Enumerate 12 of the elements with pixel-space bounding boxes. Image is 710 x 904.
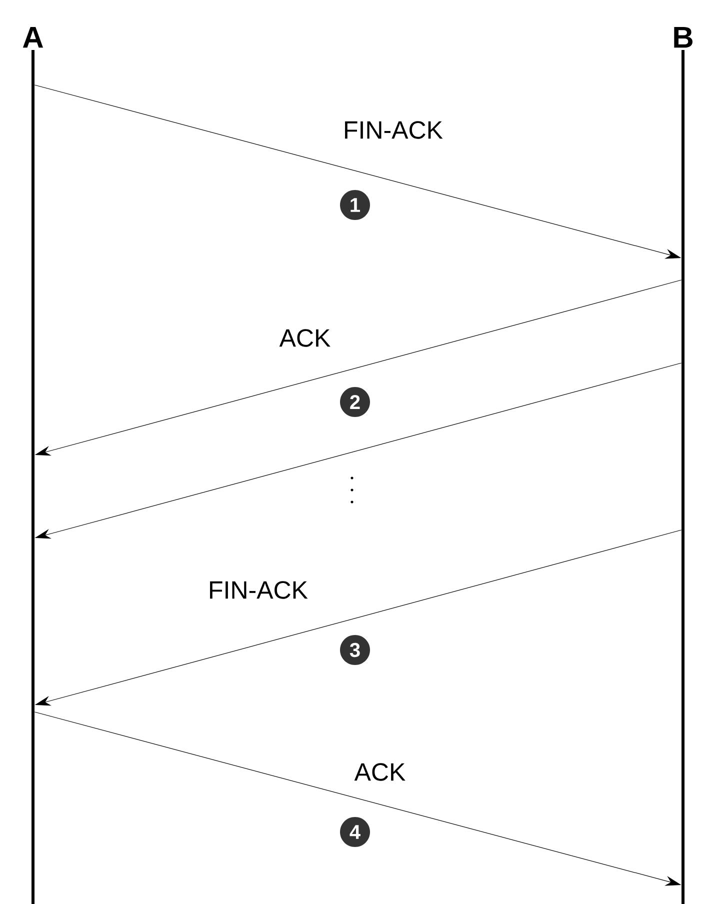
- edge-label: FIN-ACK: [210, 581, 308, 599]
- callout-number: 2: [340, 387, 370, 417]
- edge-label: ACK: [354, 763, 406, 781]
- edge-label: FIN-ACK: [345, 121, 443, 139]
- lifeline: B: [674, 26, 692, 904]
- callout-number: 1: [340, 190, 370, 220]
- lifeline: A: [22, 26, 44, 904]
- callout-number: 4: [340, 817, 370, 847]
- callout-number: 3: [340, 635, 370, 665]
- node-label: A: [22, 26, 44, 48]
- node-label: B: [674, 26, 692, 48]
- edge-label: ACK: [279, 329, 330, 347]
